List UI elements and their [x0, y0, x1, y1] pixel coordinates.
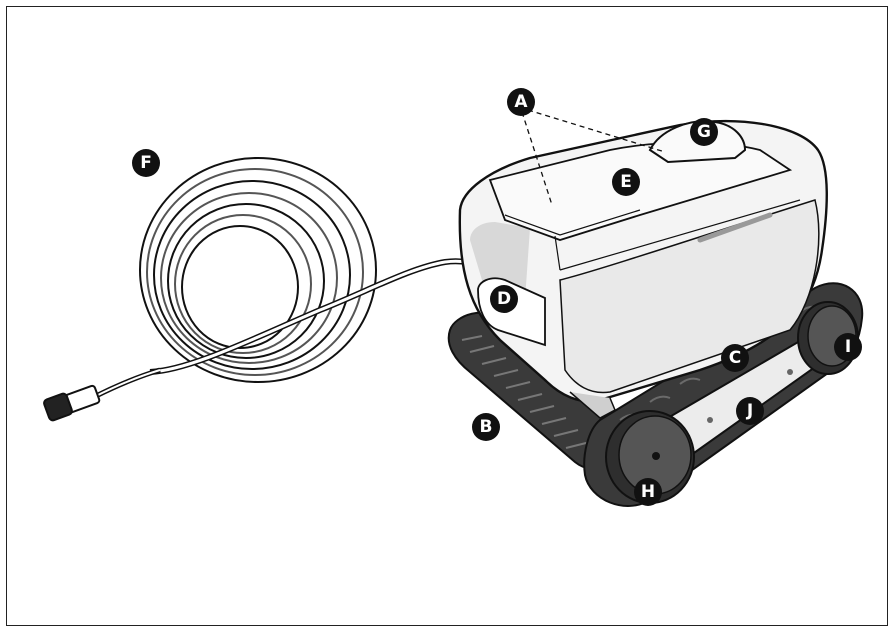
svg-text:D: D: [497, 289, 511, 309]
cable-connector: [43, 384, 101, 422]
left-track: [447, 311, 612, 469]
callout-c: C: [721, 344, 749, 372]
robot-body: [458, 120, 828, 419]
svg-text:E: E: [620, 172, 632, 192]
callout-e: E: [612, 168, 640, 196]
callout-leaders: [521, 109, 666, 206]
svg-text:B: B: [480, 417, 493, 437]
svg-text:C: C: [729, 348, 741, 368]
svg-text:I: I: [845, 337, 851, 357]
svg-text:A: A: [514, 92, 528, 112]
svg-text:J: J: [746, 401, 753, 421]
callout-b: B: [472, 413, 500, 441]
callout-f: F: [132, 149, 160, 177]
side-panel-screw: [787, 369, 793, 375]
callout-j: J: [736, 397, 764, 425]
svg-text:H: H: [641, 482, 655, 502]
floating-cable-coil: [43, 157, 480, 422]
callout-a: A: [507, 88, 535, 116]
callout-g: G: [690, 118, 718, 146]
side-panel-screw: [707, 417, 713, 423]
front-wheel: [605, 410, 695, 504]
callout-h: H: [634, 478, 662, 506]
callout-d: D: [490, 285, 518, 313]
robot-cleaner: [447, 120, 864, 507]
svg-text:F: F: [140, 153, 152, 173]
callout-i: I: [834, 333, 862, 361]
svg-text:G: G: [697, 122, 711, 142]
